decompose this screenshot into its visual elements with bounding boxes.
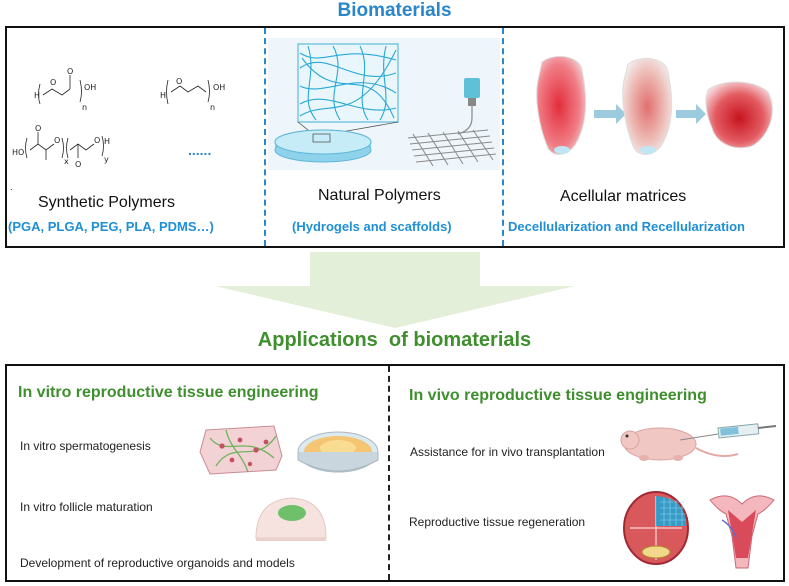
in-vivo-item-transplantation: Assistance for in vivo transplantation xyxy=(410,445,605,459)
syringe-icon xyxy=(679,423,777,441)
svg-text:O: O xyxy=(50,78,56,87)
polymer-structures-illustration: H O O OH n H O OH n HO O O x O O H y xyxy=(10,67,225,190)
decellularization-illustration xyxy=(536,55,773,155)
svg-text:n: n xyxy=(210,103,215,112)
svg-text:.: . xyxy=(10,183,13,190)
svg-text:n: n xyxy=(82,103,87,112)
in-vivo-illustration xyxy=(620,423,777,569)
svg-text:O: O xyxy=(54,136,60,145)
svg-text:O: O xyxy=(176,77,182,86)
hydrogel-scaffold-illustration xyxy=(268,38,500,170)
in-vitro-item-organoids: Development of reproductive organoids an… xyxy=(20,556,295,570)
natural-polymers-label: Natural Polymers xyxy=(318,187,441,204)
svg-text:HO: HO xyxy=(12,148,24,157)
down-arrow xyxy=(215,252,575,328)
synthetic-polymers-label: Synthetic Polymers xyxy=(38,194,175,211)
svg-text:O: O xyxy=(94,136,100,145)
svg-text:y: y xyxy=(104,155,109,164)
biomaterials-frame xyxy=(5,26,785,248)
testicular-scaffold xyxy=(199,425,283,475)
in-vivo-item-regeneration: Reproductive tissue regeneration xyxy=(409,515,586,529)
svg-text:O: O xyxy=(67,67,73,76)
plga-structure: HO O O x O O H y xyxy=(12,124,110,169)
applications-divider xyxy=(388,366,390,580)
synthetic-polymers-examples: (PGA, PLGA, PEG, PLA, PDMS…) xyxy=(8,219,214,234)
acellular-matrices-description: Decellularization and Recellularization xyxy=(508,219,745,234)
panel-divider-2 xyxy=(502,28,504,246)
svg-text:OH: OH xyxy=(84,83,96,92)
acellular-matrices-label: Acellular matrices xyxy=(560,188,687,205)
svg-text:O: O xyxy=(35,124,41,133)
more-polymers-ellipsis: ...... xyxy=(188,142,211,158)
in-vitro-item-spermatogenesis: In vitro spermatogenesis xyxy=(20,439,151,453)
applications-title: Applications of biomaterials xyxy=(257,329,532,351)
nude-mouse xyxy=(620,427,739,461)
in-vitro-culture-illustration xyxy=(199,425,379,541)
recellularized-organ xyxy=(705,81,773,149)
culture-dish xyxy=(297,431,379,473)
svg-text:H: H xyxy=(160,91,166,100)
svg-text:x: x xyxy=(64,157,69,166)
biomaterials-title: Biomaterials xyxy=(337,0,452,21)
uterus xyxy=(709,495,775,569)
applications-frame xyxy=(5,364,785,582)
peg-structure: H O OH n xyxy=(160,77,225,112)
svg-text:OH: OH xyxy=(213,83,225,92)
svg-text:O: O xyxy=(75,160,81,169)
svg-text:H: H xyxy=(104,137,110,146)
in-vivo-heading: In vivo reproductive tissue engineering xyxy=(409,387,707,404)
natural-polymers-examples: (Hydrogels and scaffolds) xyxy=(292,219,452,234)
panel-divider-1 xyxy=(264,28,266,246)
pga-structure: H O O OH n xyxy=(34,67,96,112)
follicle-dome xyxy=(255,497,327,541)
testis-cross-section xyxy=(623,491,689,565)
in-vitro-heading: In vitro reproductive tissue engineering xyxy=(18,384,319,401)
decellularized-organ xyxy=(622,57,673,155)
in-vitro-item-follicle: In vitro follicle maturation xyxy=(20,500,153,514)
native-organ xyxy=(536,55,587,155)
svg-text:H: H xyxy=(34,91,40,100)
